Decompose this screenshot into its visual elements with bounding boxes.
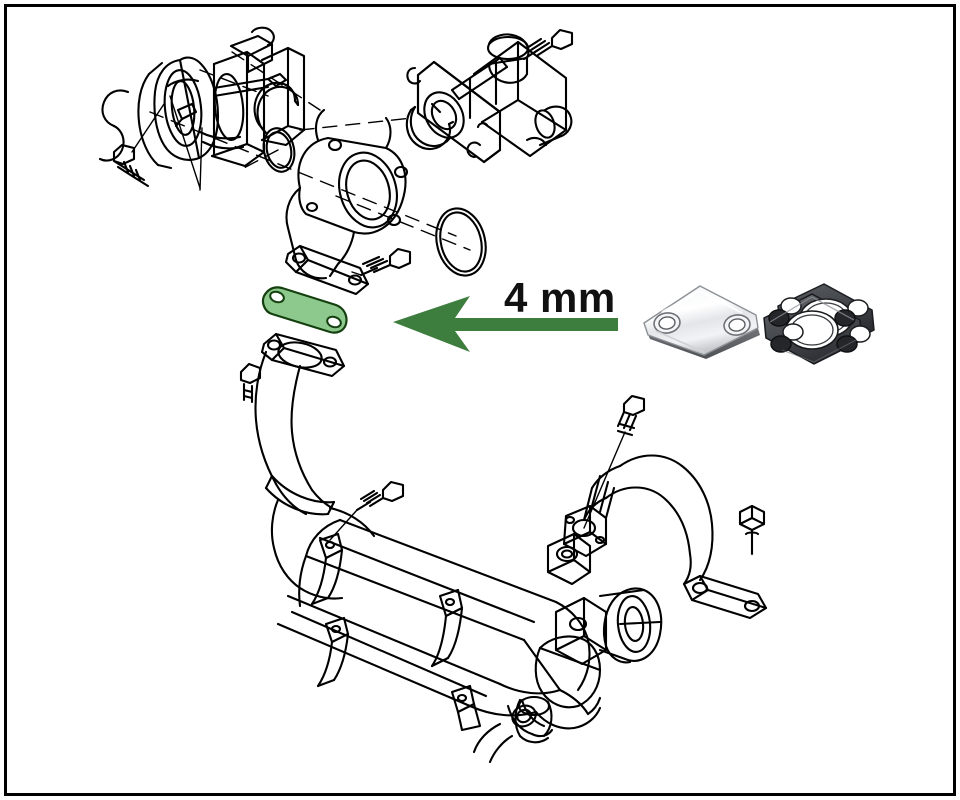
steel-blanking-plate bbox=[643, 285, 760, 359]
retaining-clip-right bbox=[405, 105, 455, 150]
green-left-arrow bbox=[393, 296, 618, 352]
leader-line-cooler-bolt bbox=[329, 509, 358, 541]
egr-valve-actuator bbox=[406, 33, 573, 164]
egr-gasket-highlight bbox=[261, 286, 348, 334]
bolt-mid bbox=[359, 247, 412, 277]
bolt-cooler bbox=[355, 480, 405, 512]
throttle-body-assembly bbox=[98, 26, 306, 170]
o-ring-seal-large bbox=[435, 207, 487, 277]
bolt-upper-left bbox=[112, 143, 150, 188]
leader-lines bbox=[131, 95, 203, 191]
elbow-flange-pipe bbox=[284, 108, 409, 296]
assembly-center-lines bbox=[149, 51, 471, 251]
leader-line-mid-bolt bbox=[351, 271, 362, 276]
valve-bracket bbox=[546, 532, 592, 586]
nut-flange bbox=[738, 504, 766, 556]
down-pipe bbox=[254, 350, 336, 516]
bolt-return-pipe bbox=[616, 394, 646, 437]
lower-flange bbox=[260, 332, 346, 378]
leader-line-return-bolt bbox=[583, 431, 626, 529]
egr-cooler-body bbox=[270, 498, 602, 738]
return-pipe bbox=[562, 454, 768, 620]
measurement-label-4mm: 4 mm bbox=[504, 274, 616, 321]
egr-valve-lower bbox=[472, 587, 663, 764]
dark-gasket-pair bbox=[763, 283, 875, 365]
stud-lower-left bbox=[239, 362, 262, 404]
o-ring-seal-small bbox=[262, 127, 296, 173]
bolt-upper-right bbox=[522, 28, 574, 61]
